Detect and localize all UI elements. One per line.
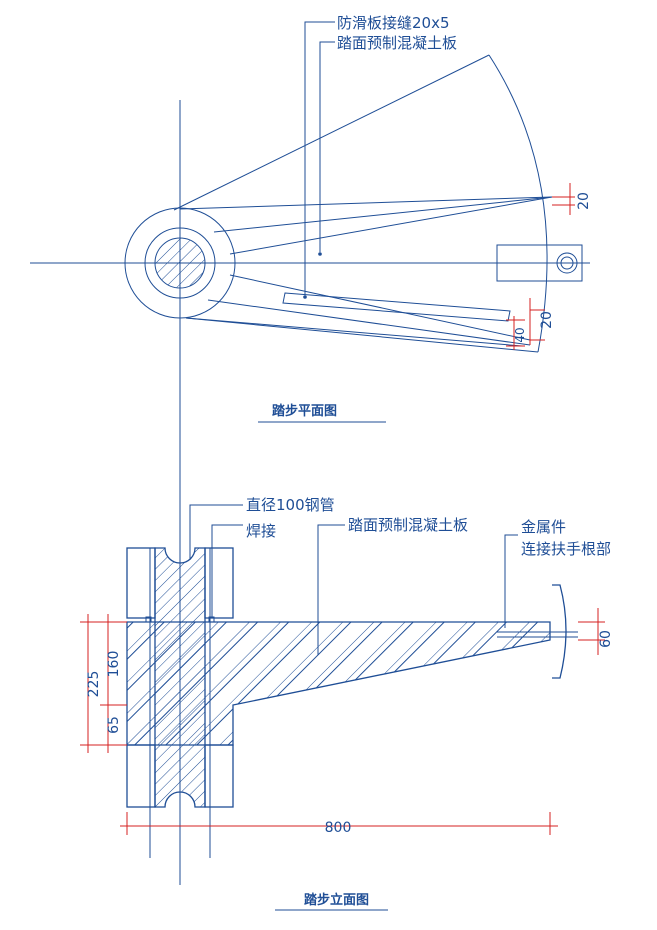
plan-pipe-middle-ring [144, 227, 216, 299]
plan-pipe-outer-ring [124, 207, 236, 319]
elev-handrail-post [552, 584, 567, 679]
elev-dim-60: 60 [578, 608, 614, 655]
elev-label-weld: 焊接 [246, 522, 276, 540]
elev-block-bottom-right [204, 744, 234, 808]
plan-line-1 [179, 196, 553, 210]
plan-leader-dot-joint [303, 295, 307, 299]
svg-text:20: 20 [576, 192, 592, 210]
plan-leader-dot-slab [318, 252, 322, 256]
plan-line-6 [185, 317, 523, 347]
elev-block-top-left [126, 547, 156, 619]
plan-view: 防滑板接缝20x5 踏面预制混凝土板 20 20 40 踏步平面图 [30, 14, 592, 885]
plan-line-5 [207, 299, 531, 346]
svg-text:800: 800 [325, 820, 352, 836]
svg-text:65: 65 [106, 716, 122, 734]
plan-sector-arc [488, 54, 548, 353]
plan-title: 踏步平面图 [272, 403, 337, 419]
plan-label-slab: 踏面预制混凝土板 [337, 34, 457, 52]
elev-leader-pipe [189, 504, 243, 560]
elev-dim-800: 800 [120, 812, 558, 836]
elev-title: 踏步立面图 [304, 892, 369, 908]
plan-slip-strip [282, 292, 511, 322]
elev-weld-left [145, 616, 152, 623]
svg-text:40: 40 [513, 327, 527, 342]
plan-dim-20-top: 20 [552, 183, 592, 215]
plan-leader-slab [319, 41, 335, 252]
elev-label-pipe: 直径100钢管 [246, 496, 335, 514]
elev-label-slab: 踏面预制混凝土板 [348, 516, 468, 534]
elev-leader-weld [211, 524, 243, 618]
plan-dim-20-bottom: 20 [529, 298, 555, 345]
svg-text:225: 225 [86, 671, 102, 698]
elev-leader-metal [504, 534, 518, 628]
elevation-view: 直径100钢管 焊接 踏面预制混凝土板 金属件 连接扶手根部 225 160 6… [80, 430, 614, 911]
svg-text:20: 20 [539, 311, 555, 329]
elev-leader-slab [317, 524, 345, 655]
elev-block-top-right [204, 547, 234, 619]
elev-block-bottom-left [126, 744, 156, 808]
plan-sector-bottom-edge [185, 317, 539, 353]
plan-handrail-ring-outer [556, 252, 578, 274]
plan-handrail-ring-inner [560, 256, 574, 270]
plan-pipe-core [154, 237, 206, 289]
plan-leader-joint [304, 21, 335, 295]
plan-label-joint: 防滑板接缝20x5 [337, 14, 450, 32]
svg-text:160: 160 [106, 651, 122, 678]
plan-line-2 [213, 196, 553, 233]
plan-dim-40: 40 [506, 316, 527, 350]
plan-handrail-connector [496, 244, 583, 282]
elev-label-metal-line1: 金属件 [521, 518, 566, 536]
plan-line-3 [229, 196, 553, 255]
plan-sector-top-edge [173, 54, 490, 211]
svg-text:60: 60 [598, 630, 614, 648]
elev-label-metal-line2: 连接扶手根部 [521, 540, 611, 558]
plan-line-4 [229, 274, 531, 341]
elev-dim-vertical-group: 225 160 65 [80, 614, 127, 753]
